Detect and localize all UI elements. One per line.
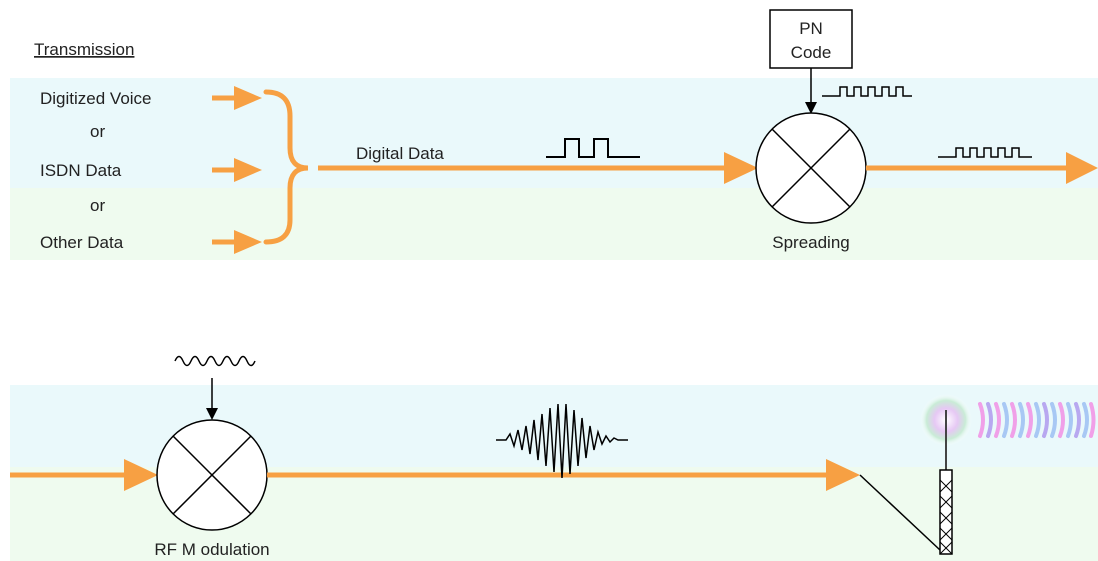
input-label-isdn-data: ISDN Data (40, 161, 122, 180)
input-label-or-1: or (90, 122, 105, 141)
spread-waveform (938, 147, 1032, 158)
pn-code-waveform (822, 86, 912, 97)
modulated-waveform (496, 403, 628, 479)
carrier-arrow (206, 378, 218, 420)
spreading-mixer (755, 112, 867, 224)
spreading-label: Spreading (772, 233, 850, 252)
upper-band-green (10, 188, 1098, 260)
input-label-digitized-voice: Digitized Voice (40, 89, 152, 108)
antenna-tower-icon (939, 410, 953, 555)
input-arrow-isdn (212, 158, 262, 182)
antenna-feed-line (859, 474, 941, 551)
input-label-other-data: Other Data (40, 233, 124, 252)
pn-code-label-line1: PN (799, 19, 823, 38)
input-arrow-voice (212, 86, 262, 110)
pn-code-label-line2: Code (791, 43, 832, 62)
transmission-title: Transmission (34, 40, 134, 59)
input-label-or-2: or (90, 196, 105, 215)
input-arrow-other (212, 230, 262, 254)
rf-output-arrowhead (826, 459, 860, 491)
rf-modulation-label: RF M odulation (154, 540, 269, 559)
merge-brace (263, 89, 309, 245)
rf-modulation-mixer (156, 419, 268, 531)
rf-input-arrowhead (124, 459, 158, 491)
pn-code-arrow (805, 68, 817, 114)
digital-data-label: Digital Data (356, 144, 444, 163)
carrier-waveform (174, 355, 256, 367)
digital-data-arrowhead (724, 152, 758, 184)
spread-output-arrowhead (1066, 152, 1098, 184)
upper-band-blue (10, 78, 1098, 188)
radio-waves-icon (978, 402, 1096, 438)
digital-data-waveform (546, 138, 640, 158)
